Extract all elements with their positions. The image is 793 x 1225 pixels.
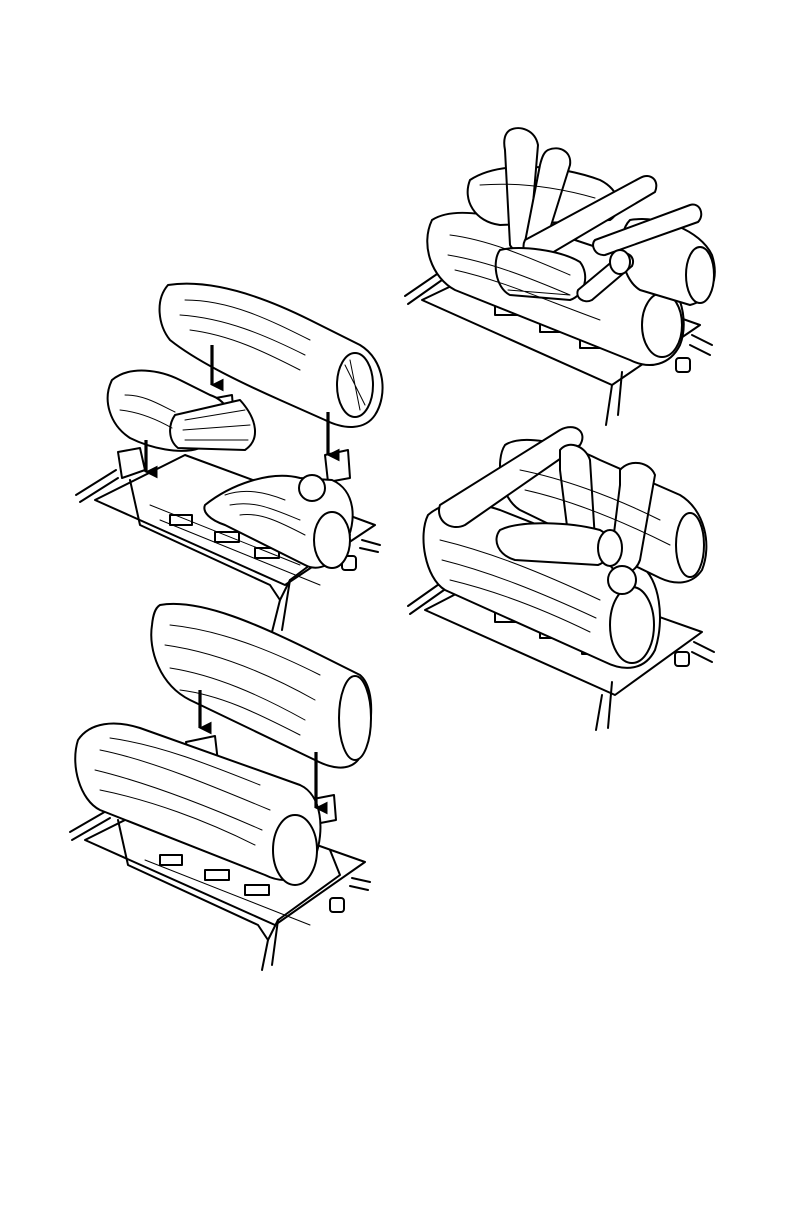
front-left-log-step-2	[108, 371, 255, 451]
rear-log-step-1	[75, 724, 320, 885]
step-2-figure	[76, 284, 383, 640]
assembled-alternate-view-figure	[408, 427, 714, 730]
assembled-front-view-figure	[405, 128, 715, 425]
log-stack-assembled-top	[427, 128, 714, 365]
log-stack-assembled-alt	[423, 427, 706, 668]
gas-valve-fitting	[675, 652, 689, 666]
step-1-figure	[70, 604, 371, 970]
gas-valve-fitting	[330, 898, 344, 912]
gas-valve-fitting	[676, 358, 690, 372]
